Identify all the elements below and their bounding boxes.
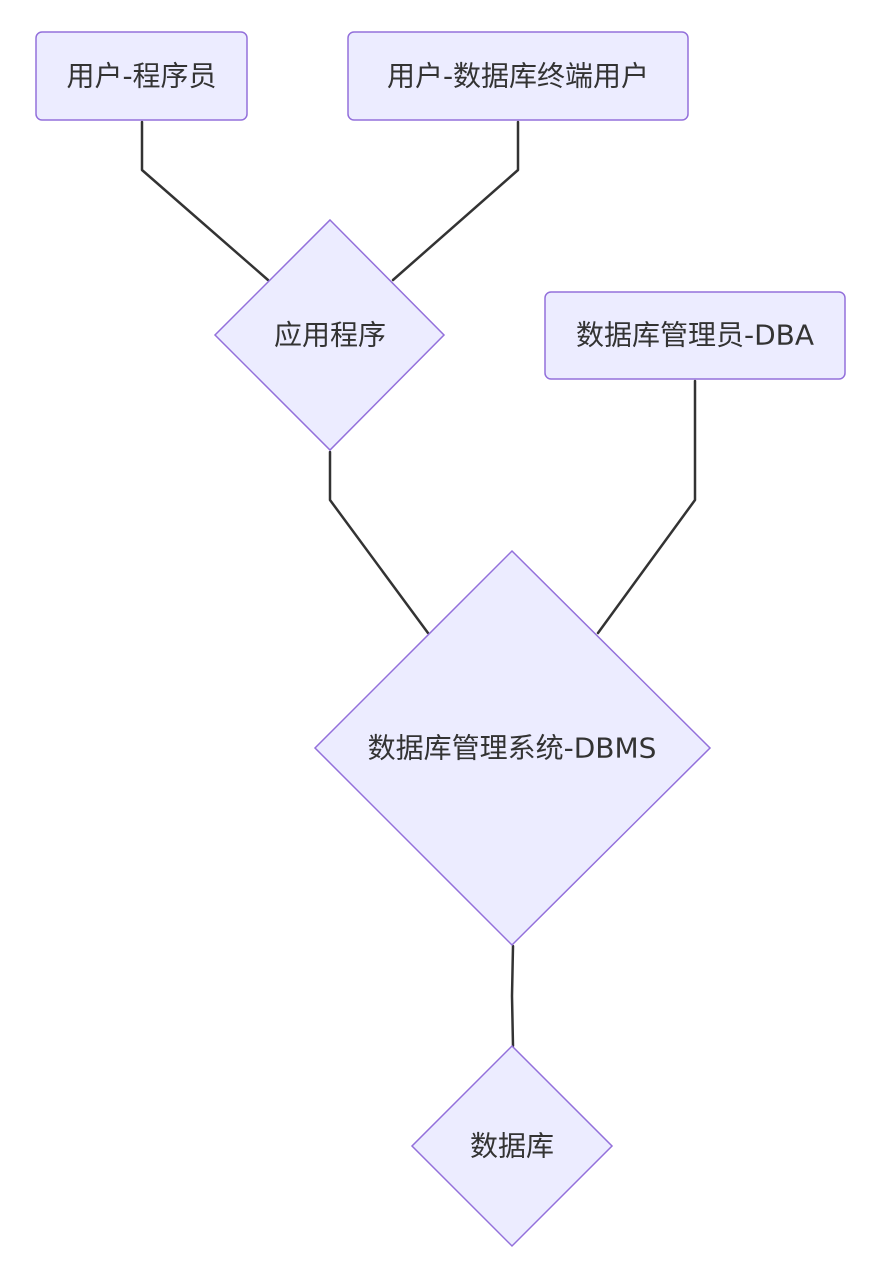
edge-dbms-to-database xyxy=(510,944,515,1048)
node-terminal-user[interactable]: 用户-数据库终端用户 xyxy=(347,31,689,121)
node-programmer[interactable]: 用户-程序员 xyxy=(35,31,248,121)
node-dbms-label: 数据库管理系统-DBMS xyxy=(368,732,657,765)
node-dba-label: 数据库管理员-DBA xyxy=(576,319,814,352)
edges xyxy=(140,120,697,1048)
edge-programmer-to-application xyxy=(140,120,270,282)
node-dba[interactable]: 数据库管理员-DBA xyxy=(544,291,846,380)
edge-application-to-dbms xyxy=(328,450,430,635)
node-terminal-user-label: 用户-数据库终端用户 xyxy=(387,60,649,93)
node-application[interactable]: 应用程序 xyxy=(213,218,446,452)
node-programmer-label: 用户-程序员 xyxy=(66,60,216,93)
node-database-label: 数据库 xyxy=(470,1130,554,1163)
node-database[interactable]: 数据库 xyxy=(410,1044,614,1248)
edge-terminal-user-to-application xyxy=(391,120,520,282)
node-application-label: 应用程序 xyxy=(274,319,386,352)
node-dbms[interactable]: 数据库管理系统-DBMS xyxy=(313,549,712,947)
edge-dba-to-dbms xyxy=(596,379,697,635)
